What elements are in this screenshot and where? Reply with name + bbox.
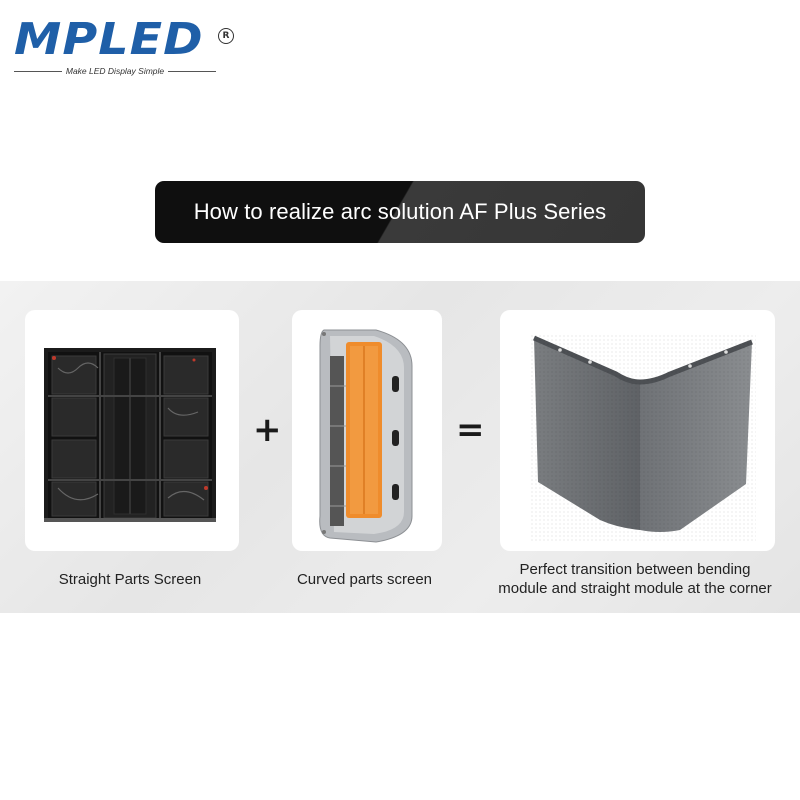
curved-module-image [319,329,413,543]
curved-screen-card [292,310,442,551]
caption-corner: Perfect transition between bending modul… [498,561,772,597]
equals-operator: = [456,410,485,450]
tagline-text: Make LED Display Simple [65,66,165,76]
corner-screen-card [500,310,775,551]
brand-logo: MPLED R Make LED Display Simple [14,14,236,78]
logo-tagline: Make LED Display Simple [14,64,217,78]
straight-cabinet-image [44,348,216,522]
banner-title: How to realize arc solution AF Plus Seri… [193,199,607,224]
straight-screen-card [25,310,239,551]
caption-straight: Straight Parts Screen [58,571,202,588]
corner-screen-image [530,334,756,542]
title-banner: How to realize arc solution AF Plus Seri… [155,181,645,243]
tagline-divider-right [168,70,217,72]
plus-operator: + [253,410,282,450]
registered-mark: R [218,28,234,44]
logo-wordmark: MPLED [14,14,204,65]
caption-curved: Curved parts screen [296,571,433,588]
tagline-divider-left [14,70,62,72]
